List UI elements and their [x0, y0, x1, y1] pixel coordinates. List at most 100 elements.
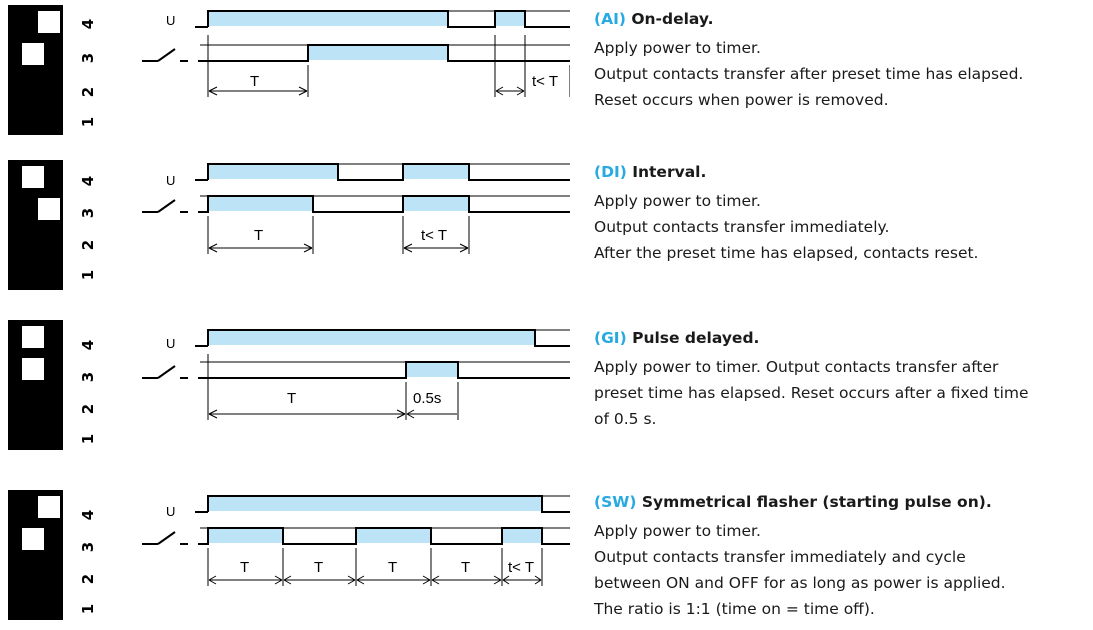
dip-switch-3-on — [22, 528, 44, 550]
dip-switch — [8, 320, 63, 450]
dimension-arrow — [406, 409, 457, 419]
power-signal — [207, 495, 570, 513]
switch-contact-icon — [142, 365, 188, 379]
description-ai: (AI) On-delay. Apply power to timer. Out… — [594, 9, 1089, 113]
description-di: (DI) Interval. Apply power to timer. Out… — [594, 162, 1089, 266]
dip-switch-3-on — [38, 198, 60, 220]
mode-title: (SW) Symmetrical flasher (starting pulse… — [594, 492, 1089, 512]
dip-number-3: 3 — [79, 52, 97, 64]
dip-switch — [8, 490, 63, 620]
timing-diagram-gi: U T 0.5s — [142, 329, 570, 420]
dimension-arrow — [431, 575, 502, 585]
dimension-arrow — [208, 409, 406, 419]
mode-sw: 4 3 2 1 U T T T T t< T — [0, 490, 1093, 630]
timing-diagram-ai: U T t< T — [142, 10, 570, 97]
output-pulse — [503, 529, 541, 543]
description-line: Output contacts transfer after preset ti… — [594, 65, 1024, 83]
dip-number-2: 2 — [79, 403, 97, 415]
output-pulse — [209, 529, 282, 543]
switch-contact-icon — [142, 48, 188, 62]
dip-number-1: 1 — [79, 269, 97, 281]
description-line: Apply power to timer. Output contacts tr… — [594, 358, 999, 376]
description-line: After the preset time has elapsed, conta… — [594, 244, 979, 262]
description-line: Apply power to timer. — [594, 192, 761, 210]
description-line: Apply power to timer. — [594, 39, 761, 57]
power-label: U — [166, 336, 175, 351]
dip-number-2: 2 — [79, 86, 97, 98]
dip-switch — [8, 5, 63, 135]
dimension-label: T — [240, 559, 249, 576]
description-line: Output contacts transfer immediately and… — [594, 548, 966, 566]
dip-switch — [8, 160, 63, 290]
dimension-label: 0.5s — [413, 390, 441, 407]
power-pulse — [404, 165, 468, 179]
description-sw: (SW) Symmetrical flasher (starting pulse… — [594, 492, 1089, 622]
dimension-label: T — [461, 559, 470, 576]
dimension-label: T — [250, 73, 259, 90]
dimension-arrow — [208, 575, 283, 585]
mode-gi: 4 3 2 1 U T 0.5s (GI) Pulse delayed. App… — [0, 320, 1093, 460]
power-pulse — [209, 12, 447, 26]
dip-switch-3-on — [22, 358, 44, 380]
dimension-arrow — [495, 86, 525, 96]
mode-name: On-delay. — [631, 10, 714, 28]
output-signal — [198, 527, 570, 545]
power-pulse — [209, 165, 337, 179]
dip-number-1: 1 — [79, 116, 97, 128]
timing-diagram-sw: U T T T T t< T — [142, 495, 570, 586]
description-line: preset time has elapsed. Reset occurs af… — [594, 384, 1029, 402]
output-signal — [198, 44, 570, 62]
description-line: Output contacts transfer immediately. — [594, 218, 890, 236]
switch-contact-icon — [142, 199, 188, 213]
dimension-label: t< T — [532, 73, 558, 90]
mode-code: (GI) — [594, 329, 627, 347]
power-label: U — [166, 504, 175, 519]
mode-ai: 4 3 2 1 U T t< T (AI) On-delay. Apply — [0, 5, 1093, 145]
dimension-arrow — [208, 86, 308, 96]
dip-number-1: 1 — [79, 433, 97, 445]
dip-number-3: 3 — [79, 541, 97, 553]
output-signal — [198, 361, 570, 379]
description-gi: (GI) Pulse delayed. Apply power to timer… — [594, 328, 1089, 432]
mode-title: (AI) On-delay. — [594, 9, 1089, 29]
output-pulse — [404, 197, 468, 211]
mode-title: (DI) Interval. — [594, 162, 1089, 182]
dip-number-3: 3 — [79, 207, 97, 219]
dip-switch-4-on — [22, 326, 44, 348]
power-label: U — [166, 173, 175, 188]
power-pulse — [209, 331, 534, 345]
mode-name: Symmetrical flasher (starting pulse on). — [641, 493, 992, 511]
power-signal — [207, 329, 570, 347]
dimension-label: T — [287, 390, 296, 407]
timing-diagram-di: U T t< T — [142, 163, 570, 254]
dip-number-3: 3 — [79, 371, 97, 383]
dip-number-4: 4 — [79, 18, 97, 30]
power-signal — [207, 163, 570, 181]
output-pulse — [309, 46, 447, 60]
dip-switch-4-on — [22, 166, 44, 188]
dip-number-1: 1 — [79, 603, 97, 615]
dip-number-2: 2 — [79, 239, 97, 251]
dimension-arrow — [502, 575, 542, 585]
dip-switch-4-off — [38, 496, 60, 518]
dimension-arrow — [208, 243, 313, 253]
mode-code: (DI) — [594, 163, 627, 181]
dip-number-4: 4 — [79, 175, 97, 187]
power-signal — [207, 10, 570, 28]
mode-code: (SW) — [594, 493, 637, 511]
dip-number-4: 4 — [79, 509, 97, 521]
description-line: The ratio is 1:1 (time on = time off). — [594, 600, 875, 618]
output-pulse — [407, 363, 457, 377]
dip-switch-3-on — [22, 43, 44, 65]
dimension-label: T — [314, 559, 323, 576]
output-pulse — [209, 197, 312, 211]
output-pulse — [357, 529, 430, 543]
mode-name: Interval. — [632, 163, 707, 181]
power-label: U — [166, 13, 175, 28]
dip-switch-4-on — [38, 11, 60, 33]
mode-code: (AI) — [594, 10, 626, 28]
mode-title: (GI) Pulse delayed. — [594, 328, 1089, 348]
dimension-arrow — [403, 243, 469, 253]
power-pulse — [209, 497, 541, 511]
description-line: of 0.5 s. — [594, 410, 657, 428]
